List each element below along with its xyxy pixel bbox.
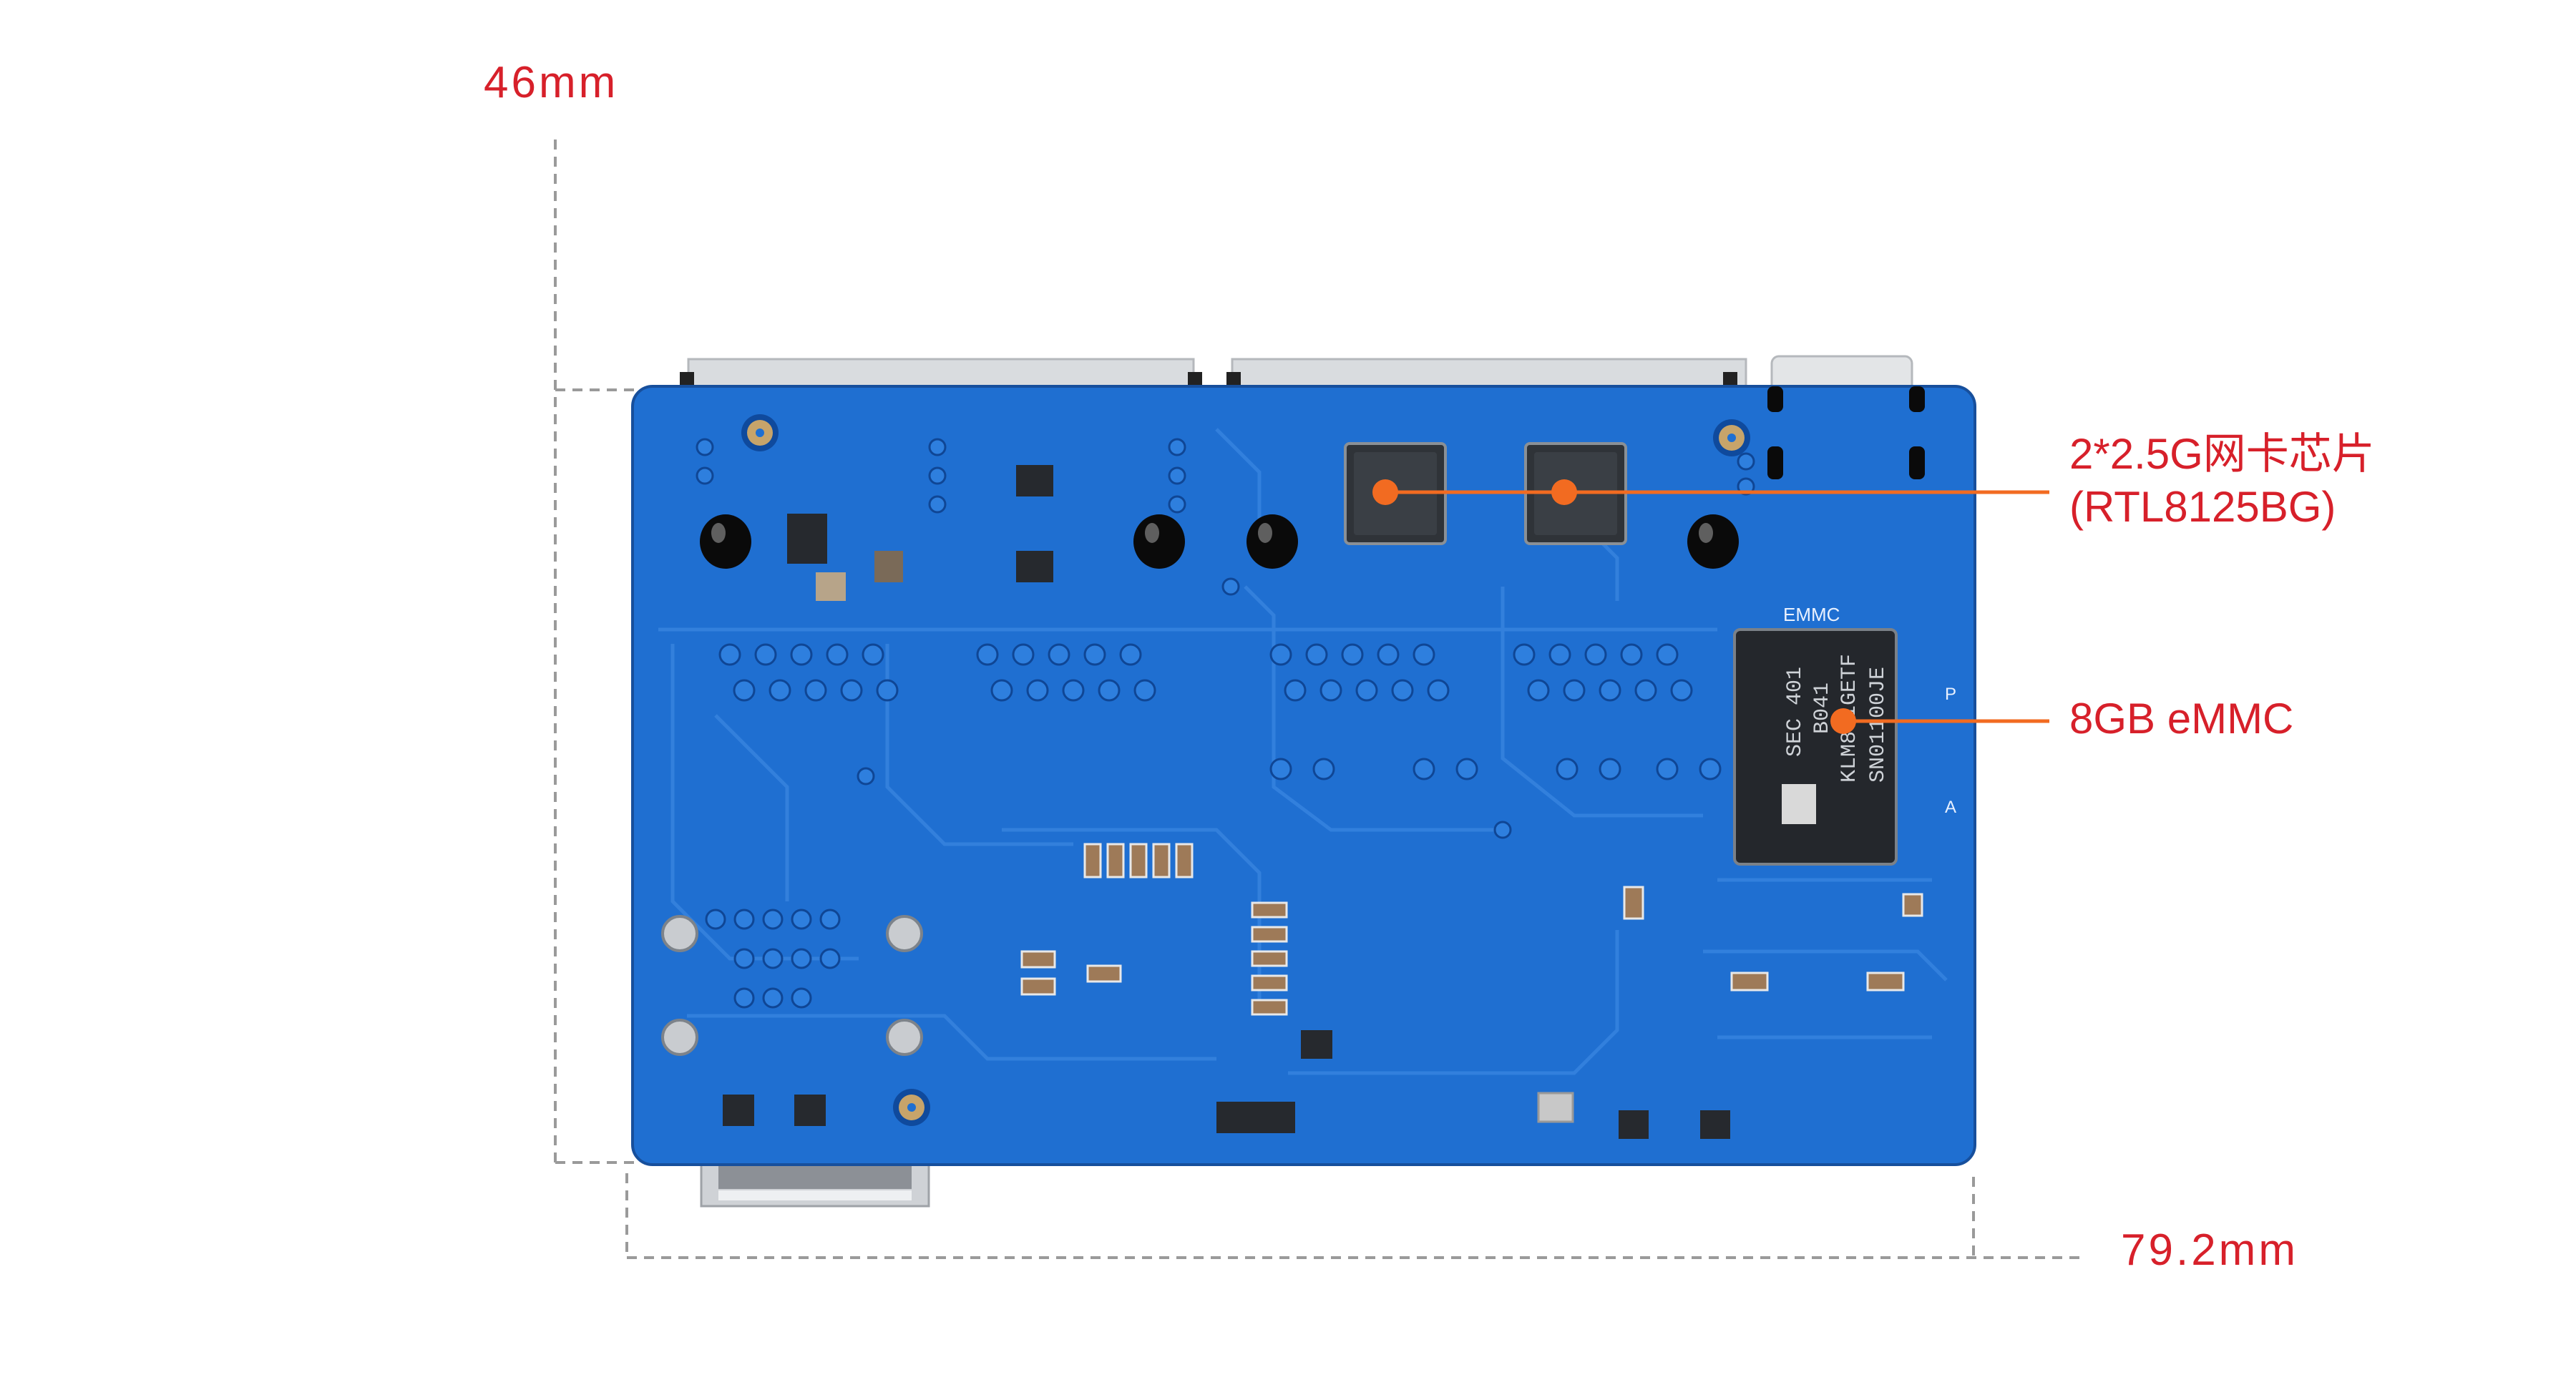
edge-letter-a: A: [1945, 798, 1956, 817]
edge-letter-p: P: [1945, 685, 1956, 704]
emmc-chip-line-4: SN01100JE: [1866, 667, 1890, 783]
smd-components: [723, 386, 1925, 1139]
standoff-highlights: [711, 523, 1713, 543]
nic-chip-annotation: 2*2.5G网卡芯片 (RTL8125BG): [2069, 428, 2375, 534]
emmc-chip-line-2: B041: [1810, 682, 1835, 734]
pcb-board: [631, 385, 1976, 1166]
board-standoffs: [700, 514, 1739, 569]
emmc-annotation: 8GB eMMC: [2069, 695, 2294, 743]
width-dimension-label: 79.2mm: [2121, 1225, 2298, 1275]
emmc-chip: [1733, 628, 1898, 866]
height-dimension-label: 46mm: [484, 58, 619, 107]
silver-pins: [661, 915, 923, 1056]
pcb-vias: [696, 438, 1755, 1009]
annotation-leaders: [1372, 479, 2049, 734]
nic-chip-annotation-line2: (RTL8125BG): [2069, 483, 2336, 531]
dimension-lines: [554, 140, 2087, 1259]
emmc-chip-line-1: SEC 401: [1783, 667, 1807, 757]
emmc-silkscreen-text: EMMC: [1783, 604, 1840, 625]
mounting-pads: [741, 414, 1750, 1126]
nic-chip-annotation-line1: 2*2.5G网卡芯片: [2069, 430, 2375, 478]
